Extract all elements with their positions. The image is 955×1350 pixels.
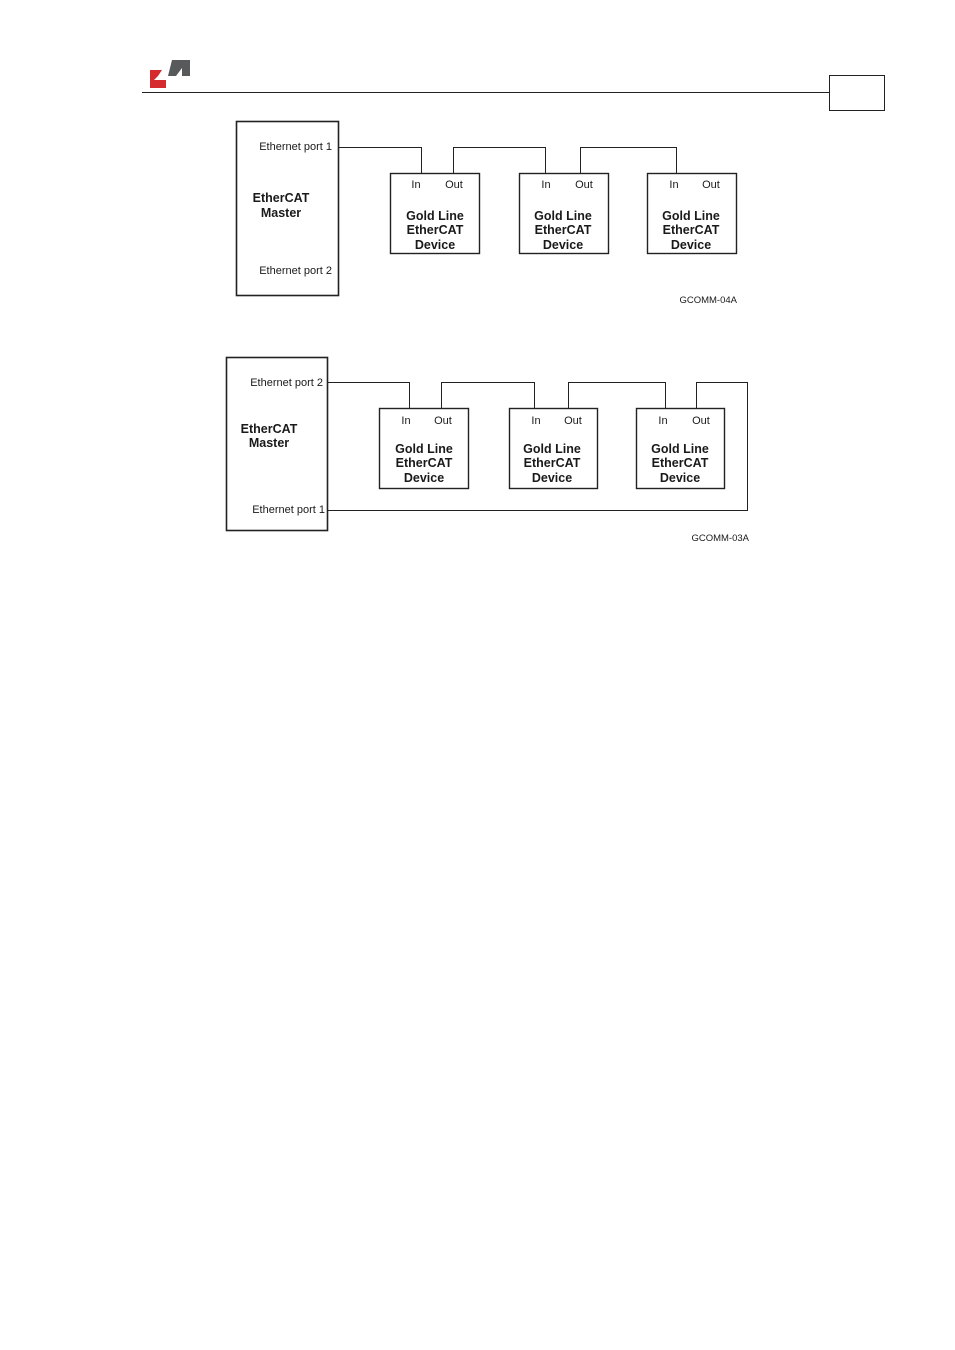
figure-code: GCOMM-03A xyxy=(691,533,749,544)
device-box-2 xyxy=(518,172,610,255)
device-1-line2: EtherCAT xyxy=(407,223,464,237)
device-2-out-label: Out xyxy=(575,179,593,191)
device-3-line2: EtherCAT xyxy=(663,223,720,237)
cable-master-to-device-1 xyxy=(338,147,422,173)
master-port-bottom-label: Ethernet port 2 xyxy=(259,265,332,277)
device-1-line3: Device xyxy=(415,238,455,252)
master-title-line1: EtherCAT xyxy=(253,191,310,205)
logo-gray-mark xyxy=(168,60,190,76)
master-port-top-label: Ethernet port 2 xyxy=(250,377,323,389)
master-box xyxy=(225,356,329,532)
device-2-line2: EtherCAT xyxy=(535,223,592,237)
figure-code: GCOMM-04A xyxy=(679,295,737,306)
device-box-3 xyxy=(646,172,738,255)
cable-device-2-to-device-3 xyxy=(580,147,677,173)
master-title-line1: EtherCAT xyxy=(241,422,298,436)
cable-device-1-to-device-2 xyxy=(453,147,546,173)
device-2-line3: Device xyxy=(543,238,583,252)
device-2-out-label: Out xyxy=(564,415,582,427)
company-logo xyxy=(150,60,190,88)
device-1-line3: Device xyxy=(404,471,444,485)
device-1-out-label: Out xyxy=(434,415,452,427)
device-3-line1: Gold Line xyxy=(662,209,720,223)
diagram-line-topology: Ethernet port 1 EtherCAT Master Ethernet… xyxy=(235,120,738,306)
device-1-line1: Gold Line xyxy=(406,209,464,223)
device-3-out-label: Out xyxy=(702,179,720,191)
diagram-ring-topology: Ethernet port 2 EtherCAT Master Ethernet… xyxy=(225,356,750,544)
device-2-line3: Device xyxy=(532,471,572,485)
device-box-1 xyxy=(378,407,470,490)
device-box-2 xyxy=(508,407,599,490)
device-3-line3: Device xyxy=(660,471,700,485)
master-title-line2: Master xyxy=(261,206,301,220)
device-2-in-label: In xyxy=(541,179,550,191)
page-number-box xyxy=(829,75,885,111)
device-2-line2: EtherCAT xyxy=(524,456,581,470)
device-1-in-label: In xyxy=(411,179,420,191)
cable-device-1-to-device-2 xyxy=(441,382,535,408)
device-1-out-label: Out xyxy=(445,179,463,191)
device-3-line2: EtherCAT xyxy=(652,456,709,470)
cable-ring-return xyxy=(327,382,748,511)
device-3-line1: Gold Line xyxy=(651,442,709,456)
master-box xyxy=(235,120,340,297)
master-port-bottom-label: Ethernet port 1 xyxy=(252,504,325,516)
device-2-in-label: In xyxy=(531,415,540,427)
cable-device-2-to-device-3 xyxy=(568,382,666,408)
device-3-out-label: Out xyxy=(692,415,710,427)
device-2-line1: Gold Line xyxy=(523,442,581,456)
device-1-line2: EtherCAT xyxy=(396,456,453,470)
cable-master-to-device-1 xyxy=(327,382,410,408)
master-port-top-label: Ethernet port 1 xyxy=(259,141,332,153)
master-title-line2: Master xyxy=(249,436,289,450)
device-3-line3: Device xyxy=(671,238,711,252)
logo-red-mark xyxy=(150,70,166,88)
device-3-in-label: In xyxy=(658,415,667,427)
header-rule xyxy=(142,92,830,93)
device-1-in-label: In xyxy=(401,415,410,427)
device-2-line1: Gold Line xyxy=(534,209,592,223)
device-box-3 xyxy=(635,407,726,490)
device-1-line1: Gold Line xyxy=(395,442,453,456)
device-3-in-label: In xyxy=(669,179,678,191)
device-box-1 xyxy=(389,172,481,255)
